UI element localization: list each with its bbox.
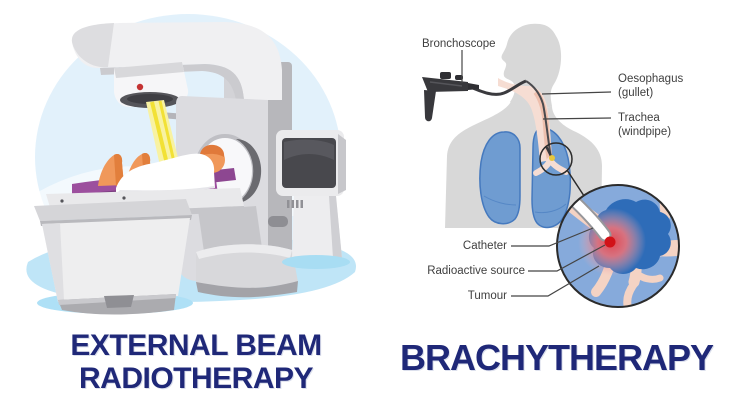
collimator-head	[114, 62, 189, 108]
warning-mark-icon	[136, 83, 144, 91]
brachytherapy-diagram	[422, 23, 680, 308]
brachytherapy-caption: BRACHYTHERAPY	[400, 337, 714, 378]
bronchoscope-label: Bronchoscope	[422, 38, 496, 50]
vent-lines	[287, 200, 303, 208]
radioactive-source-leader	[528, 244, 606, 272]
catheter-label: Catheter	[462, 240, 507, 252]
side-knob	[268, 216, 288, 227]
monitor-stand	[292, 196, 342, 258]
couch-support	[198, 206, 262, 252]
tumour-leader	[511, 265, 600, 297]
radioactive-source-label: Radioactive source	[427, 265, 525, 277]
catheter-leader	[511, 227, 594, 247]
patient-sheet	[116, 153, 215, 193]
radiation-beam-icon	[146, 100, 179, 166]
radioactive-source-dot	[604, 236, 616, 248]
leader-lines	[461, 50, 612, 297]
linac-illustration	[26, 14, 357, 315]
external-beam-radiotherapy-caption: EXTERNAL BEAM RADIOTHERAPY	[70, 329, 322, 395]
gantry-base	[196, 244, 298, 298]
table-pedestal	[34, 199, 192, 315]
trachea-leader	[542, 117, 612, 120]
patient-hair	[200, 144, 225, 157]
zoom-detail-circle	[556, 184, 680, 308]
tumour-label: Tumour	[467, 290, 507, 302]
body-silhouette	[445, 23, 602, 228]
trachea-label: Trachea (windpipe)	[618, 112, 672, 138]
monitor-console	[268, 130, 350, 269]
oesophagus-label: Oesophagus (gullet)	[618, 73, 684, 99]
oesophagus-leader	[541, 91, 612, 95]
bronchoscope-device	[422, 72, 552, 159]
